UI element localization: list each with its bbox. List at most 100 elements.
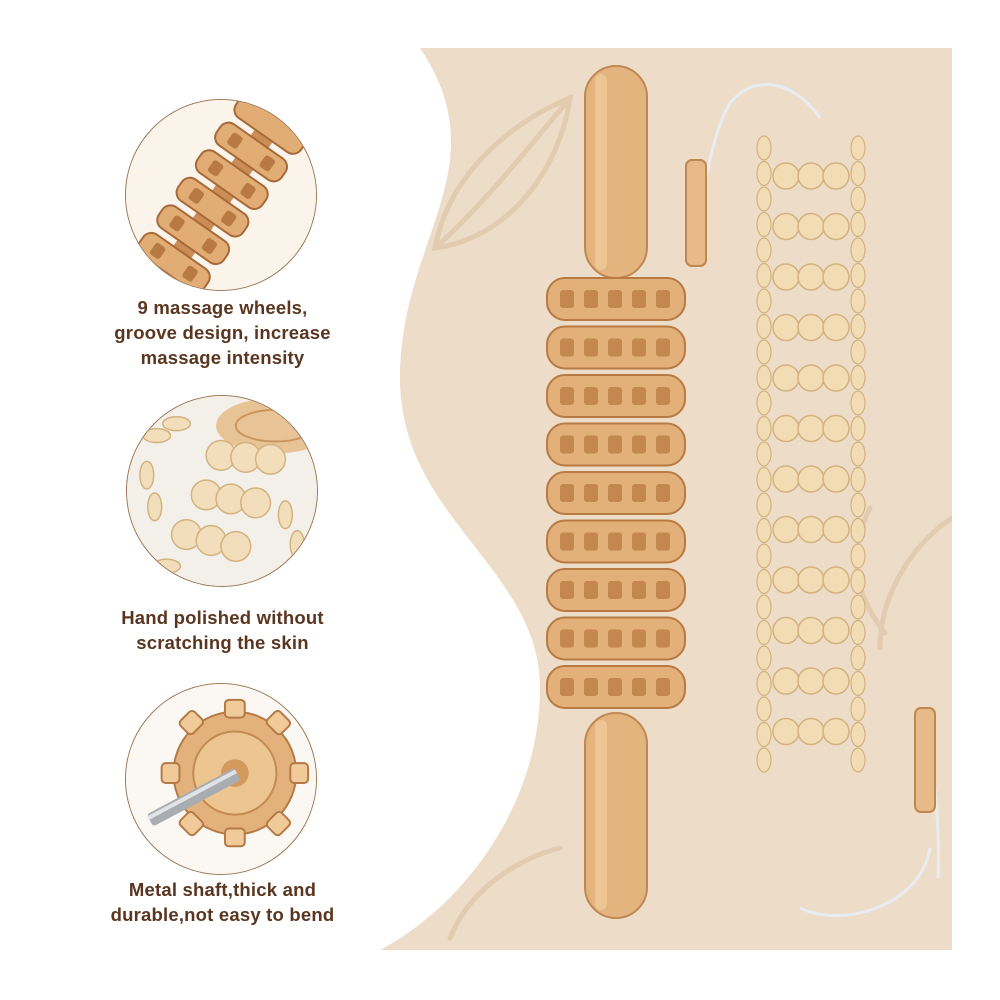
belt-link-bead (850, 721, 866, 748)
belt-link-bead (850, 135, 866, 161)
roller-wheel (546, 277, 686, 321)
belt-bead (797, 162, 825, 190)
belt-link-bead (756, 492, 772, 518)
roller-wheel (546, 519, 686, 564)
belt-bead (797, 667, 825, 695)
roller-wheel (546, 665, 686, 709)
belt-link-bead (850, 594, 866, 620)
belt-bead (772, 414, 800, 443)
belt-bead (797, 465, 825, 493)
bead-belt-photo (126, 395, 318, 587)
belt-bead (772, 717, 800, 746)
belt-link-bead (756, 186, 772, 212)
metal-shaft-photo (125, 683, 317, 875)
belt-link-bead (756, 262, 772, 289)
belt-bead (772, 162, 800, 190)
feature-caption-wheels: 9 massage wheels, groove design, increas… (114, 297, 331, 368)
belt-link-bead (756, 441, 772, 467)
belt-link-bead (850, 262, 866, 289)
belt-bead (822, 566, 850, 594)
belt-link-bead (756, 160, 772, 187)
belt-bead (797, 212, 825, 241)
belt-bead (797, 566, 825, 594)
wooden-roller (546, 65, 686, 919)
belt-bead (822, 515, 850, 544)
belt-bead (822, 263, 850, 291)
belt-link-bead (756, 543, 772, 569)
belt-bead (797, 616, 825, 645)
belt-bead (797, 364, 825, 392)
belt-link-bead (850, 568, 866, 595)
feature-caption-polish: Hand polished without scratching the ski… (121, 607, 324, 653)
belt-link-bead (850, 211, 866, 238)
belt-link-bead (756, 721, 772, 748)
belt-bead (797, 515, 825, 544)
belt-bead (822, 313, 850, 342)
belt-link-bead (756, 645, 772, 671)
belt-link-bead (756, 390, 772, 416)
belt-link-bead (850, 441, 866, 467)
belt-bead (822, 414, 850, 443)
belt-link-bead (850, 619, 866, 646)
belt-bead (772, 667, 800, 695)
belt-link-bead (850, 492, 866, 518)
belt-bead (797, 313, 825, 342)
feature-column: 9 massage wheels, groove design, increas… (0, 0, 440, 1000)
belt-bead (822, 364, 850, 392)
belt-link-bead (756, 237, 772, 263)
belt-link-bead (850, 670, 866, 697)
belt-link-bead (850, 466, 866, 493)
bead-massage-belt (685, 83, 940, 917)
belt-bead (772, 465, 800, 493)
belt-bead (772, 364, 800, 392)
belt-bead (772, 515, 800, 544)
belt-bead (772, 263, 800, 291)
belt-bead (822, 162, 850, 190)
belt-link-bead (850, 186, 866, 212)
belt-link-bead (756, 619, 772, 646)
belt-link-bead (756, 670, 772, 697)
belt-bead (797, 414, 825, 443)
belt-link-bead (756, 696, 772, 722)
roller-wheel (546, 325, 686, 370)
belt-link-bead (850, 390, 866, 416)
belt-link-bead (756, 313, 772, 340)
belt-link-bead (850, 543, 866, 569)
belt-bead (772, 566, 800, 594)
belt-link-bead (756, 517, 772, 544)
belt-link-bead (756, 415, 772, 442)
belt-bead (772, 616, 800, 645)
belt-link-bead (850, 288, 866, 314)
belt-link-bead (756, 135, 772, 161)
massage-wheels-photo (125, 99, 317, 291)
belt-link-bead (756, 288, 772, 314)
belt-link-bead (756, 747, 772, 773)
belt-link-bead (850, 517, 866, 544)
belt-bead (822, 717, 850, 746)
belt-link-bead (756, 466, 772, 493)
belt-bead (797, 263, 825, 291)
belt-bead (772, 313, 800, 342)
roller-wheel (546, 616, 686, 661)
belt-bead (822, 212, 850, 241)
belt-link-bead (850, 160, 866, 187)
roller-wheel (546, 374, 686, 418)
belt-bead (797, 717, 825, 746)
belt-link-bead (850, 415, 866, 442)
product-hero-panel (380, 48, 952, 950)
belt-bead (822, 616, 850, 645)
belt-link-bead (756, 339, 772, 365)
belt-link-bead (850, 313, 866, 340)
belt-link-bead (756, 594, 772, 620)
belt-link-bead (756, 568, 772, 595)
roller-wheel (546, 471, 686, 515)
belt-bead (772, 212, 800, 241)
belt-link-bead (850, 364, 866, 391)
belt-link-bead (850, 747, 866, 773)
belt-link-bead (850, 696, 866, 722)
feature-caption-shaft: Metal shaft,thick and durable,not easy t… (110, 879, 335, 925)
belt-bead (822, 465, 850, 493)
roller-wheel (546, 568, 686, 612)
belt-link-bead (850, 237, 866, 263)
